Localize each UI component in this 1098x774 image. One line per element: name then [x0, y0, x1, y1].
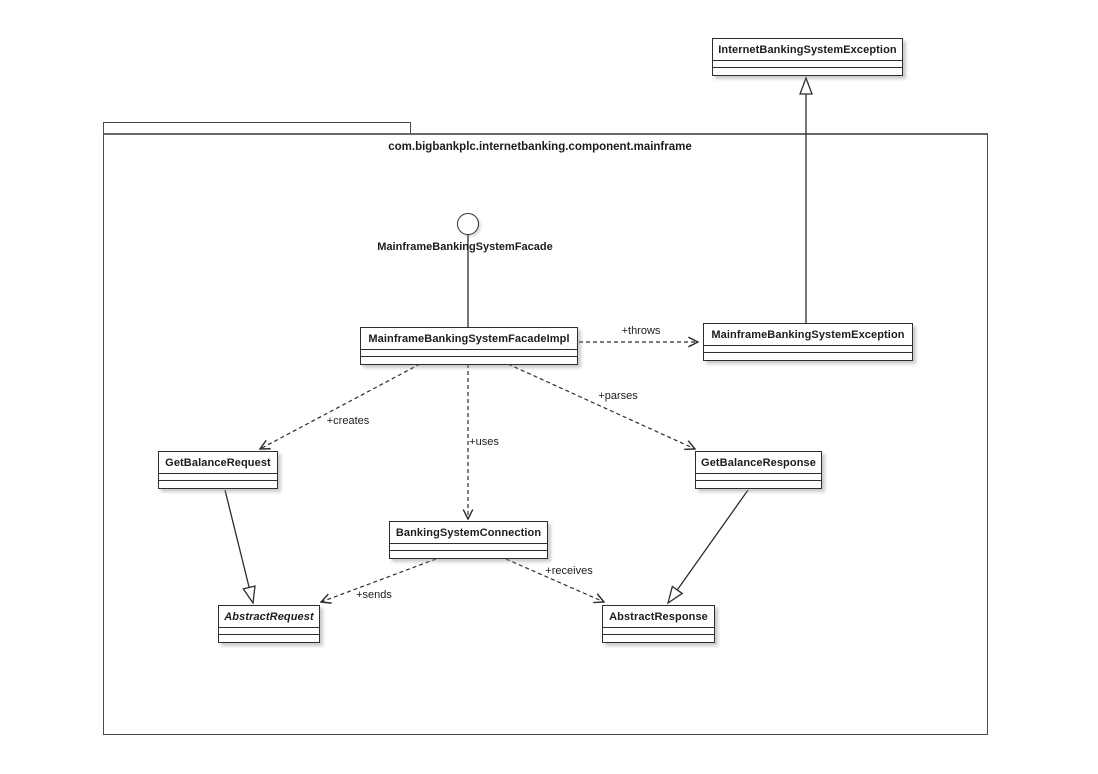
class-name: MainframeBankingSystemException: [704, 324, 912, 346]
edge-creates: [260, 363, 421, 449]
interface-label: MainframeBankingSystemFacade: [377, 241, 553, 253]
methods-compartment: [361, 357, 577, 364]
methods-compartment: [390, 551, 547, 558]
class-banking-system-connection[interactable]: BankingSystemConnection: [389, 521, 548, 559]
provided-interface-icon[interactable]: [457, 213, 479, 235]
class-get-balance-request[interactable]: GetBalanceRequest: [158, 451, 278, 489]
methods-compartment: [713, 68, 902, 75]
edge-label-parses: +parses: [598, 390, 638, 402]
attributes-compartment: [696, 474, 821, 481]
package-tab: [103, 122, 411, 134]
edge-label-throws: +throws: [621, 325, 661, 337]
class-name: GetBalanceRequest: [159, 452, 277, 474]
edge-receives: [505, 558, 604, 602]
class-name: AbstractResponse: [603, 606, 714, 628]
class-mainframe-banking-system-facade-impl[interactable]: MainframeBankingSystemFacadeImpl: [360, 327, 578, 365]
class-abstract-request[interactable]: AbstractRequest: [218, 605, 320, 643]
class-name: MainframeBankingSystemFacadeImpl: [361, 328, 577, 350]
class-name: InternetBankingSystemException: [713, 39, 902, 61]
class-internet-banking-system-exception[interactable]: InternetBankingSystemException: [712, 38, 903, 76]
class-name: GetBalanceResponse: [696, 452, 821, 474]
edge-generalization-response: [666, 489, 749, 605]
package-title: com.bigbankplc.internetbanking.component…: [388, 141, 692, 153]
methods-compartment: [603, 635, 714, 642]
attributes-compartment: [704, 346, 912, 353]
attributes-compartment: [361, 350, 577, 357]
class-name: AbstractRequest: [219, 606, 319, 628]
class-abstract-response[interactable]: AbstractResponse: [602, 605, 715, 643]
methods-compartment: [696, 481, 821, 488]
class-mainframe-banking-system-exception[interactable]: MainframeBankingSystemException: [703, 323, 913, 361]
attributes-compartment: [713, 61, 902, 68]
class-get-balance-response[interactable]: GetBalanceResponse: [695, 451, 822, 489]
edge-label-receives: +receives: [545, 565, 593, 577]
methods-compartment: [704, 353, 912, 360]
edge-parses: [507, 363, 695, 449]
attributes-compartment: [219, 628, 319, 635]
attributes-compartment: [159, 474, 277, 481]
methods-compartment: [219, 635, 319, 642]
attributes-compartment: [603, 628, 714, 635]
edge-generalization-request: [224, 489, 256, 605]
methods-compartment: [159, 481, 277, 488]
class-name: BankingSystemConnection: [390, 522, 547, 544]
edge-label-uses: +uses: [469, 436, 499, 448]
attributes-compartment: [390, 544, 547, 551]
edge-label-creates: +creates: [326, 415, 370, 427]
edge-label-sends: +sends: [356, 589, 392, 601]
